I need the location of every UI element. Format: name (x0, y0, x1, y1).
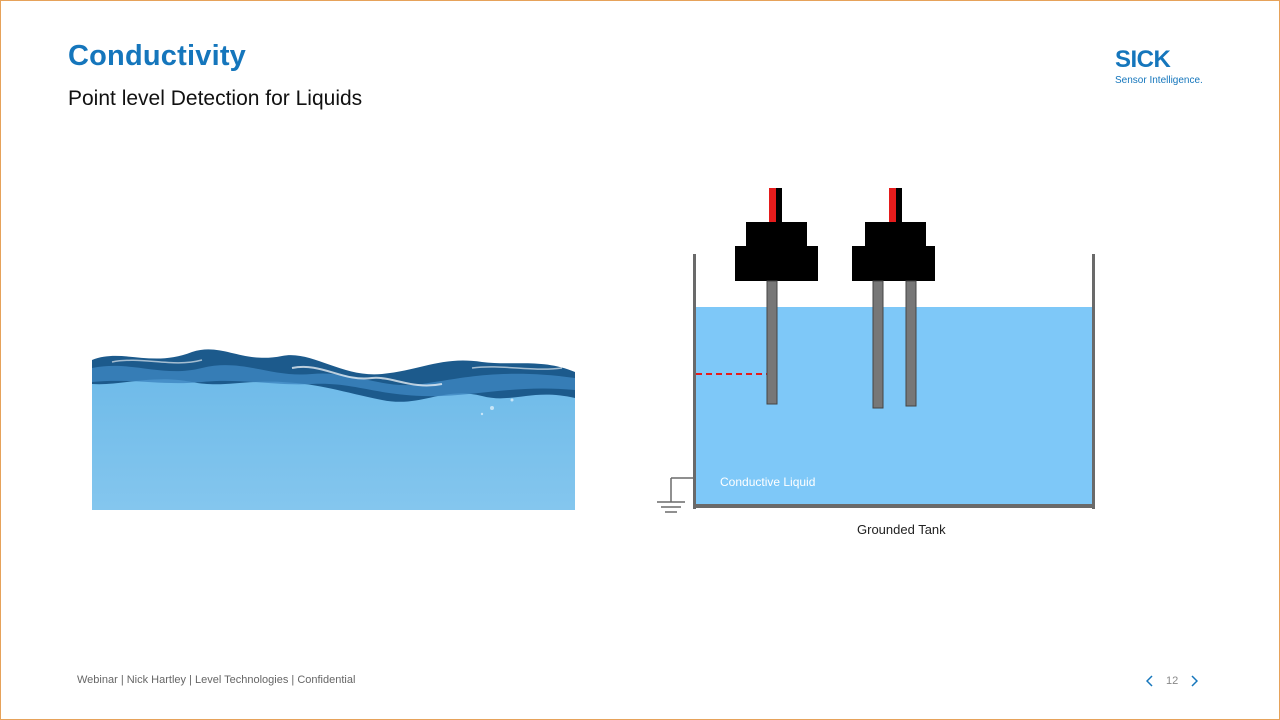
page-number: 12 (1166, 675, 1179, 687)
logo-tagline: Sensor Intelligence. (1115, 75, 1203, 86)
grounded-tank-label: Grounded Tank (857, 522, 946, 537)
slide-title: Conductivity (68, 40, 247, 72)
conductive-liquid (696, 307, 1093, 505)
slide-subtitle: Point level Detection for Liquids (68, 87, 363, 110)
conductivity-tank-diagram (657, 188, 1095, 513)
single-rod-probe (735, 188, 818, 405)
company-logo: SICK Sensor Intelligence. (1115, 46, 1203, 87)
logo-wordmark: SICK (1115, 46, 1171, 73)
chevron-left-icon[interactable] (1140, 672, 1160, 690)
twin-rod-probe (852, 188, 935, 409)
ground-symbol-icon (657, 477, 693, 513)
conductive-liquid-label: Conductive Liquid (720, 475, 816, 489)
tank-walls (693, 254, 1095, 509)
chevron-right-icon[interactable] (1184, 672, 1204, 690)
footer-text: Webinar | Nick Hartley | Level Technolog… (77, 674, 356, 686)
slide-pager: 12 (1140, 672, 1204, 690)
water-photo (92, 349, 575, 510)
